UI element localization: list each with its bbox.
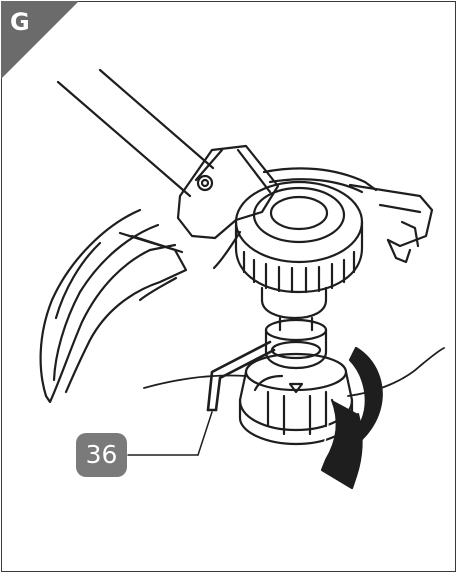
motor-housing <box>176 144 434 270</box>
shaft <box>56 68 215 198</box>
hex-key <box>206 340 276 412</box>
callout-leader-line-diagonal <box>197 411 213 456</box>
rotation-arrow <box>315 346 383 490</box>
callout-badge: 36 <box>76 433 127 477</box>
figure-corner-badge <box>1 1 79 79</box>
guard <box>39 208 188 404</box>
ring-nut <box>234 180 364 294</box>
figure-label: G <box>10 8 30 36</box>
